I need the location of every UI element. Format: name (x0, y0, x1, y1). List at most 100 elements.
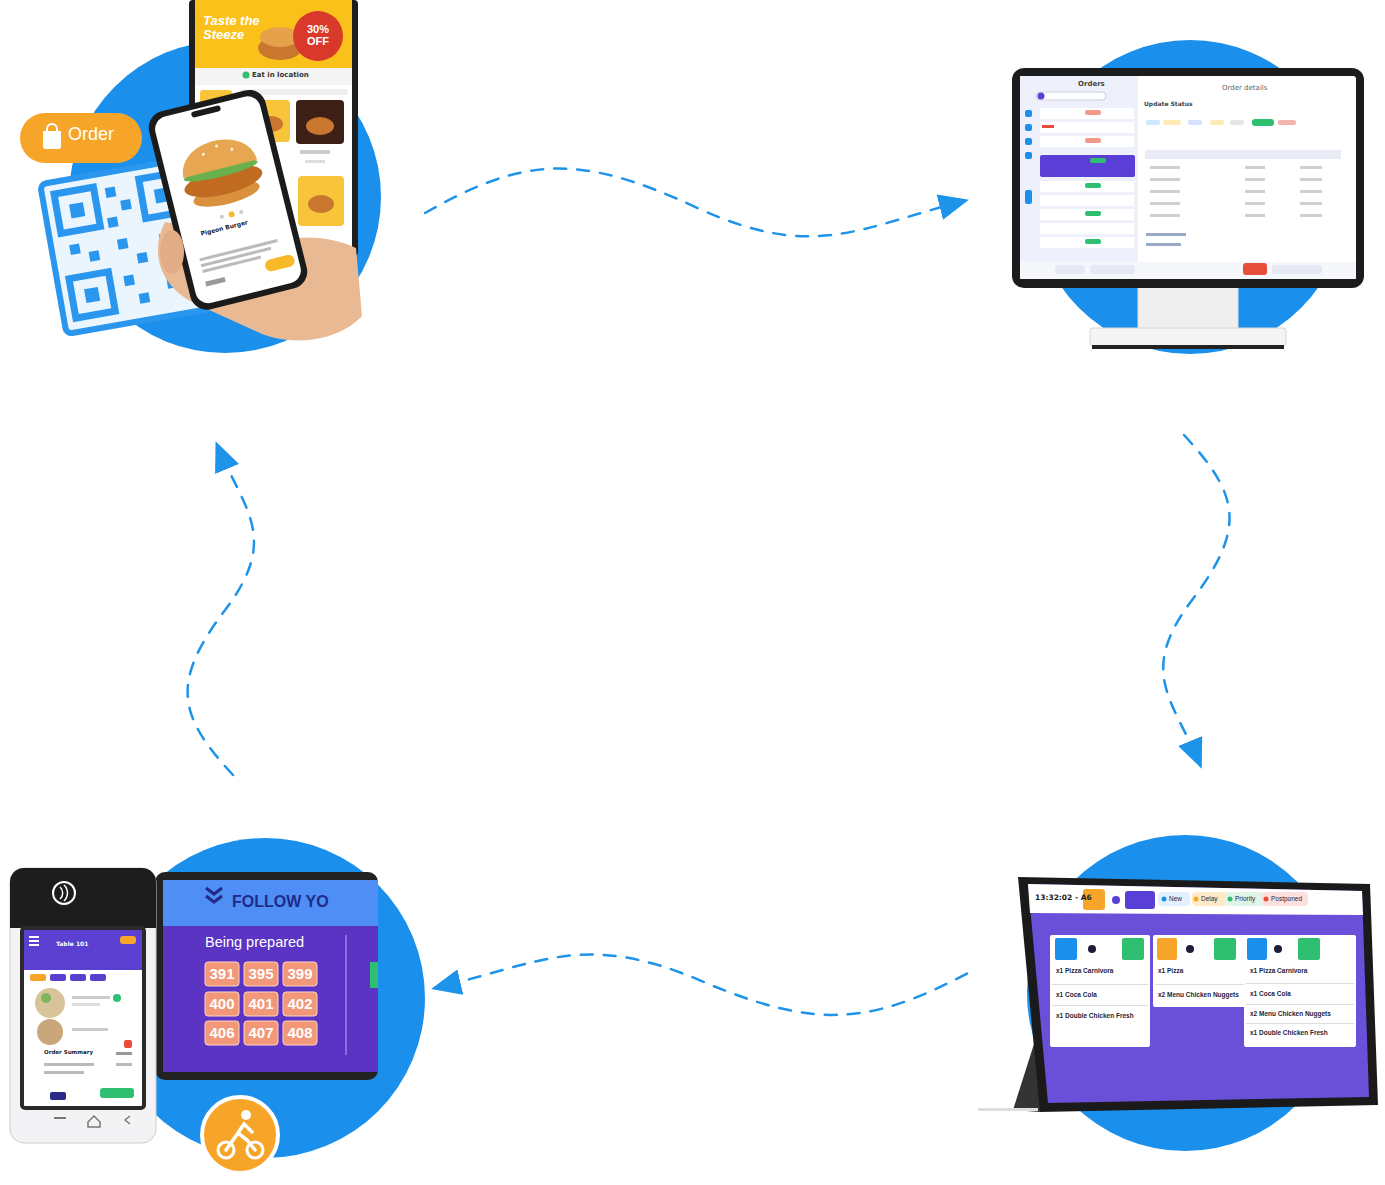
pos-illustration-part (1245, 166, 1265, 169)
pos-illustration-part (1040, 122, 1134, 133)
payment-terminal-part (29, 944, 39, 946)
pos-illustration-part (1042, 125, 1054, 128)
pos-illustration-part (1145, 150, 1341, 159)
pos-illustration-part (1245, 178, 1265, 181)
kitchen-display-illustration-part (1028, 884, 1369, 1103)
pos-illustration-part (1040, 108, 1134, 119)
pos-illustration-part (1040, 195, 1134, 206)
pos-illustration-part (1300, 166, 1322, 169)
ticket-item: x2 Menu Chicken Nuggets (1158, 991, 1239, 998)
kiosk-screen-part (243, 72, 250, 79)
qr-code-part (89, 250, 101, 262)
kitchen-display-illustration (978, 835, 1378, 1151)
pos-illustration-part (1038, 93, 1045, 100)
status-filter: Priority (1235, 895, 1255, 902)
pos-illustration-part (1230, 120, 1244, 125)
kiosk-screen-part (296, 100, 344, 144)
delivery-badge-part (202, 1097, 278, 1173)
payment-terminal-part (125, 1116, 130, 1124)
payment-terminal-part (44, 1063, 94, 1066)
kitchen-display-illustration-part (1050, 935, 1150, 1047)
qr-code-part (54, 187, 100, 233)
order-number: 406 (205, 1021, 239, 1045)
pos-illustration-part (1040, 237, 1134, 248)
payment-terminal-part (70, 974, 86, 981)
thumb (160, 230, 184, 274)
pos-illustration-part (1150, 190, 1180, 193)
pos-illustration-part (1092, 345, 1284, 349)
kitchen-display-illustration-part (1244, 935, 1356, 1047)
menu-tab: Eat in location (252, 71, 309, 79)
qr-code-part (69, 272, 115, 318)
phone-part (202, 256, 261, 273)
order-number: 391 (205, 962, 239, 986)
qr-code-part (120, 199, 132, 211)
kitchen-display-illustration-part (1274, 945, 1282, 953)
ticket-item: x1 Double Chicken Fresh (1056, 1012, 1134, 1019)
pos-illustration-part (1272, 265, 1322, 274)
kitchen-display-illustration-part (1226, 892, 1264, 906)
pickup-illustration-part (155, 872, 378, 1080)
pos-illustration-part (1146, 243, 1181, 246)
pos-illustration-part (1085, 138, 1101, 143)
qr-code-part (105, 186, 117, 198)
kitchen-display-illustration-part (1158, 892, 1190, 906)
pos-illustration (1012, 40, 1364, 354)
payment-terminal-part (35, 988, 65, 1018)
payment-terminal-part (24, 930, 142, 970)
pos-illustration-part (1243, 263, 1267, 275)
kitchen-display-illustration-part (1157, 938, 1177, 960)
phone-part (215, 144, 219, 148)
kitchen-display-illustration-part (1246, 983, 1354, 984)
pickup-illustration-part (205, 1021, 239, 1045)
flow-arrow (435, 955, 967, 1015)
pos-illustration-part (1036, 92, 1106, 100)
phone-part (201, 153, 205, 157)
ticket-item: x1 Coca Cola (1250, 990, 1291, 997)
ticket-item: x1 Coca Cola (1056, 991, 1097, 998)
qr-code-part (69, 243, 81, 255)
kitchen-display-illustration-part (1125, 891, 1155, 909)
ticket-item: x1 Pizza Carnivora (1056, 967, 1113, 974)
pos-illustration-part (1040, 223, 1134, 234)
pos-illustration-part (1150, 214, 1180, 217)
kiosk-screen-part (298, 176, 344, 226)
phone-part (230, 147, 234, 151)
pickup-illustration-part (345, 935, 347, 1055)
qr-code-part (107, 216, 119, 228)
qr-code-part (123, 275, 135, 287)
pos-illustration-part (1150, 202, 1180, 205)
payment-terminal-part (29, 940, 39, 942)
order-number: 400 (205, 992, 239, 1016)
pickup-devices: FOLLOW YOBeing prepared39139539940040140… (5, 835, 385, 1175)
kitchen-display-illustration-part (1055, 938, 1077, 960)
pos-illustration-part (1085, 110, 1101, 115)
pos-illustration-part (1252, 119, 1274, 126)
payment-terminal-part (88, 1116, 100, 1127)
kitchen-display-illustration-part (1228, 897, 1233, 902)
kiosk-screen-part (305, 160, 325, 163)
kiosk-screen-part (293, 11, 343, 61)
phone-part (152, 94, 303, 306)
ordering-illustration (20, 0, 381, 353)
payment-terminal-part (72, 996, 110, 999)
payment-terminal-part (53, 882, 75, 904)
pos-illustration-part (1300, 214, 1322, 217)
pos-illustration-part (1085, 183, 1101, 188)
payment-terminal-part (60, 885, 67, 901)
ticket-item: x1 Double Chicken Fresh (1250, 1029, 1328, 1036)
kitchen-display-illustration-part (1262, 892, 1308, 906)
pos-illustration-part (1020, 262, 1356, 279)
pickup-illustration-part (244, 1021, 278, 1045)
order-button (20, 113, 142, 163)
pos-illustration-part (1040, 181, 1134, 192)
ticket-item: x1 Pizza Carnivora (1250, 967, 1307, 974)
payment-terminal-part (100, 1088, 134, 1098)
phone-part (228, 211, 235, 218)
delivery-badge (202, 1097, 278, 1173)
discount-badge: 30% OFF (298, 23, 338, 47)
kitchen-display-illustration-part (1088, 945, 1096, 953)
pickup-illustration-part (244, 992, 278, 1016)
kitchen-display-illustration-part (1246, 1023, 1354, 1024)
